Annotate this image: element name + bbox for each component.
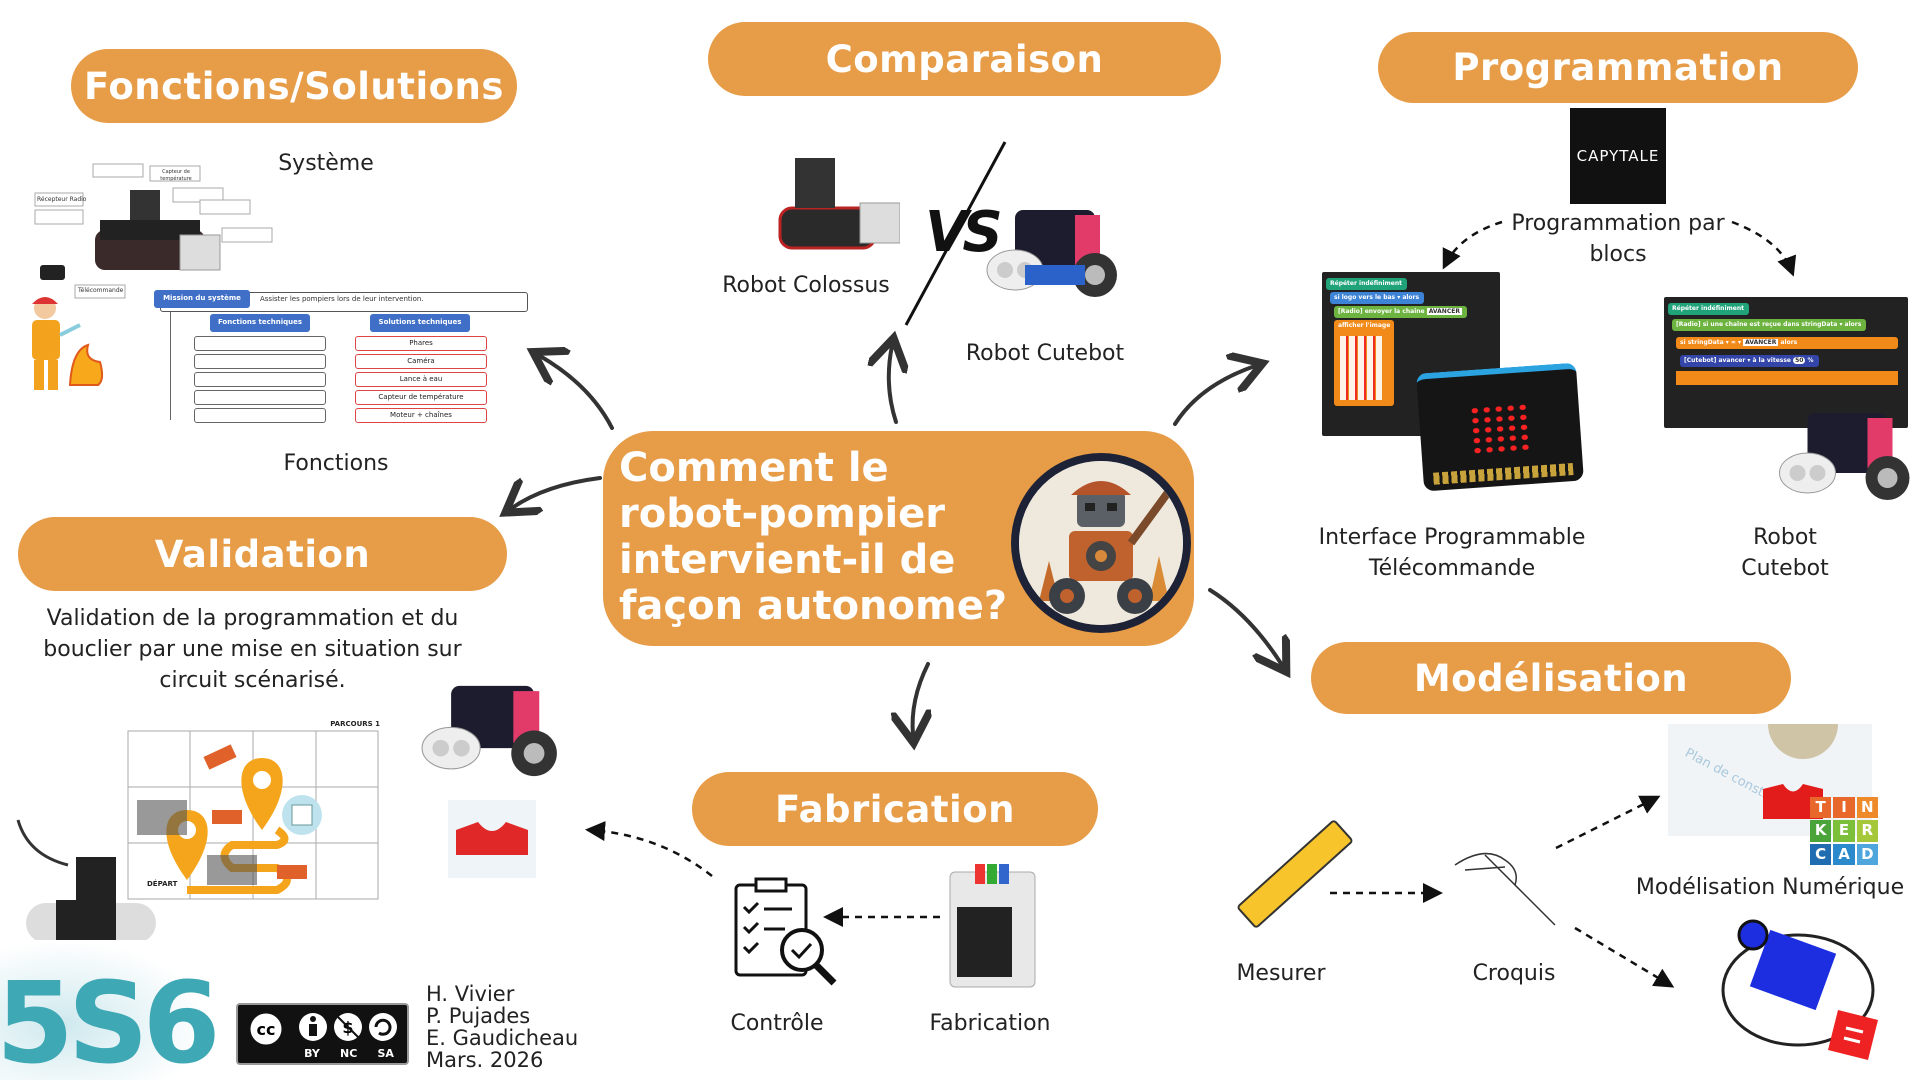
arrow-to-comparaison — [889, 346, 896, 424]
tinkercad-logo: T I N K E R C A D — [1810, 797, 1878, 865]
cutebot-code-blocks: Répéter indéfiniment [Radio] si une chaî… — [1664, 297, 1908, 428]
interface-label: Interface Programmable Télécommande — [1318, 525, 1586, 581]
author: P. Pujades — [426, 1004, 531, 1028]
solution-item: Phares — [355, 336, 487, 351]
callout-remote: Télécommande — [78, 287, 124, 294]
logo-background — [0, 940, 210, 1080]
ruler-icon — [1235, 820, 1355, 935]
step-croquis: Croquis — [1472, 961, 1556, 986]
central-question: Comment le robot-pompier intervient-il d… — [603, 431, 1194, 646]
validation-description: Validation de la programmation et du bou… — [43, 606, 462, 693]
section-title-fabrication: Fabrication — [692, 772, 1098, 846]
microbit-shield-image — [8, 815, 158, 945]
sketchup-3d-model-image — [1718, 910, 1888, 1065]
firefighter-illustration — [10, 290, 110, 400]
robot-colossus-label: Robot Colossus — [722, 273, 890, 298]
license-sa: SA — [377, 1047, 394, 1060]
versus-mark: VS — [925, 200, 1003, 265]
arrow-to-fonctions — [540, 356, 614, 430]
section-title-validation: Validation — [18, 517, 507, 591]
control-label: Contrôle — [730, 1011, 824, 1036]
arrow-to-validation — [512, 476, 602, 508]
arrow-to-modelisation — [1208, 588, 1282, 665]
solutions-header: Solutions techniques — [370, 314, 470, 332]
robot-cutebot-prog-label: Robot Cutebot — [1741, 525, 1829, 581]
sketch-hand-icon — [1445, 825, 1575, 935]
author: E. Gaudicheau — [426, 1026, 579, 1050]
robot-cutebot-label: Robot Cutebot — [965, 341, 1125, 366]
author: H. Vivier — [426, 982, 515, 1006]
robot-cutebot-image — [985, 205, 1120, 300]
authors-credits: H. Vivier P. Pujades E. Gaudicheau Mars.… — [426, 983, 578, 1071]
section-title-comparaison: Comparaison — [708, 22, 1221, 96]
quality-control-checklist-icon — [730, 875, 850, 990]
arrow-blocks-left — [1442, 220, 1503, 270]
fabrication-step-label: Fabrication — [929, 1011, 1051, 1036]
systeme-label: Système — [278, 151, 374, 176]
colossus-system-diagram: Capteur de température Récepteur Radio T… — [30, 160, 280, 300]
mission-text: Assister les pompiers lors de leur inter… — [260, 295, 424, 303]
arrow-to-fabrication — [913, 662, 928, 735]
modelisation-numerique-label: Modélisation Numérique — [1635, 875, 1905, 900]
microbit-remote-image — [1416, 362, 1584, 492]
section-title-programmation: Programmation — [1378, 32, 1858, 103]
callout-temperature: Capteur de température — [160, 169, 192, 182]
step-mesurer: Mesurer — [1236, 961, 1326, 986]
arrow-sketch-to-3d — [1574, 926, 1675, 988]
central-question-text: Comment le robot-pompier intervient-il d… — [619, 445, 1008, 629]
shield-part-image — [448, 800, 536, 878]
solution-item: Capteur de température — [355, 390, 487, 405]
cutebot-image — [1775, 408, 1915, 503]
date: Mars. 2026 — [426, 1048, 544, 1072]
solution-item: Lance à eau — [355, 372, 487, 387]
blocks-programming-label: Programmation par blocs — [1511, 211, 1725, 267]
robot-colossus-image — [775, 148, 901, 268]
map-start: DÉPART — [147, 880, 178, 888]
versus-slash — [904, 141, 1007, 326]
firefighter-robot-illustration — [1011, 453, 1191, 633]
license-by: BY — [304, 1047, 320, 1060]
functions-header: Fonctions techniques — [210, 314, 310, 332]
solution-item: Caméra — [355, 354, 487, 369]
callout-radio: Récepteur Radio — [37, 196, 87, 203]
creative-commons-badge[interactable]: cc $ BY NC SA — [236, 1003, 409, 1065]
license-nc: NC — [340, 1047, 358, 1060]
functions-solutions-table: Mission du système Assister les pompiers… — [150, 288, 530, 428]
map-title: PARCOURS 1 — [330, 720, 380, 728]
section-title-fonctions: Fonctions/Solutions — [71, 49, 517, 123]
arrow-blocks-right — [1731, 220, 1797, 277]
svg-text:cc: cc — [257, 1020, 276, 1039]
arrow-fab-to-validation — [585, 821, 713, 877]
cutebot-validation-image — [420, 680, 560, 780]
solution-item: Moteur + chaînes — [355, 408, 487, 423]
3d-printer-image — [945, 862, 1045, 992]
fonctions-label: Fonctions — [283, 451, 389, 476]
mission-header: Mission du système — [154, 290, 250, 308]
scenario-circuit-map: PARCOURS 1 DÉPART — [127, 720, 380, 900]
5s6-logo: 5S6 — [0, 959, 221, 1089]
arrow-to-programmation — [1173, 366, 1255, 426]
capytale-logo[interactable]: CAPYTALE — [1570, 108, 1666, 204]
section-title-modelisation: Modélisation — [1311, 642, 1791, 714]
